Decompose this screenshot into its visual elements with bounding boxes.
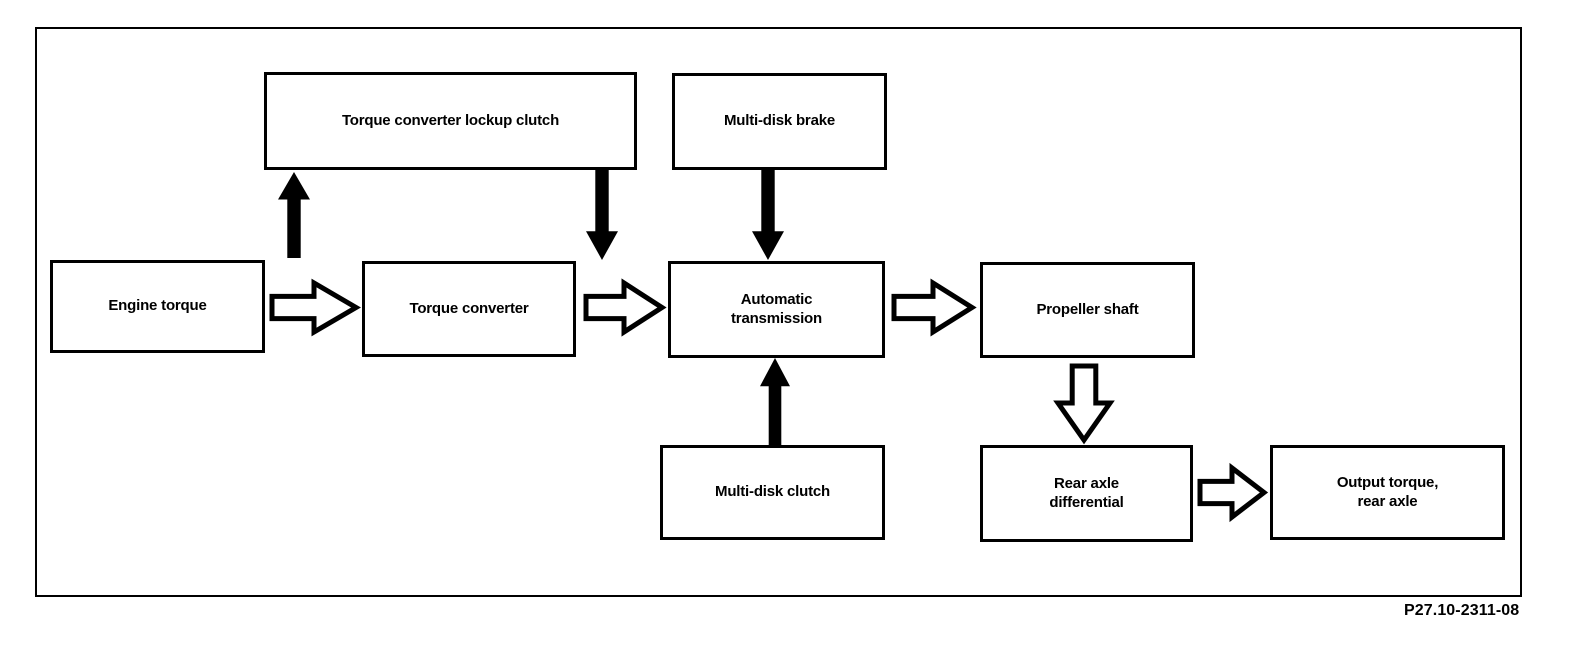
arrow-transmission-to-propeller: [891, 278, 977, 337]
arrow-brake-to-transmission: [752, 170, 784, 260]
diagram-caption: P27.10-2311-08: [1404, 602, 1520, 619]
arrow-propeller-to-differential: [1053, 363, 1115, 445]
node-rear-axle-differential[interactable]: Rear axle differential: [980, 445, 1193, 542]
node-torque-converter[interactable]: Torque converter: [362, 261, 576, 357]
arrow-lockup-to-converter: [586, 170, 618, 260]
node-automatic-transmission[interactable]: Automatic transmission: [668, 261, 885, 358]
node-multi-disk-brake[interactable]: Multi-disk brake: [672, 73, 887, 170]
arrow-differential-to-output: [1197, 462, 1269, 523]
arrow-converter-to-lockup: [278, 172, 310, 258]
node-torque-converter-lockup-clutch[interactable]: Torque converter lockup clutch: [264, 72, 637, 170]
arrow-clutch-to-transmission: [760, 358, 790, 446]
node-label-engine-torque: Engine torque: [108, 297, 207, 315]
arrow-engine-to-converter: [269, 278, 361, 337]
node-label-multi-disk-clutch: Multi-disk clutch: [715, 483, 830, 501]
node-label-torque-converter: Torque converter: [409, 299, 529, 317]
node-label-rear-axle-differential: Rear axle differential: [1049, 474, 1124, 511]
node-label-propeller-shaft: Propeller shaft: [1036, 300, 1139, 318]
node-output-torque-rear-axle[interactable]: Output torque, rear axle: [1270, 445, 1505, 540]
node-label-torque-converter-lockup-clutch: Torque converter lockup clutch: [341, 111, 560, 129]
node-label-output-torque-rear-axle: Output torque, rear axle: [1336, 473, 1439, 510]
node-label-automatic-transmission: Automatic transmission: [731, 290, 822, 327]
node-propeller-shaft[interactable]: Propeller shaft: [980, 262, 1195, 358]
arrow-converter-to-transmission: [583, 278, 667, 337]
node-label-multi-disk-brake: Multi-disk brake: [724, 112, 835, 130]
node-engine-torque[interactable]: Engine torque: [50, 260, 265, 353]
node-multi-disk-clutch[interactable]: Multi-disk clutch: [660, 445, 885, 540]
